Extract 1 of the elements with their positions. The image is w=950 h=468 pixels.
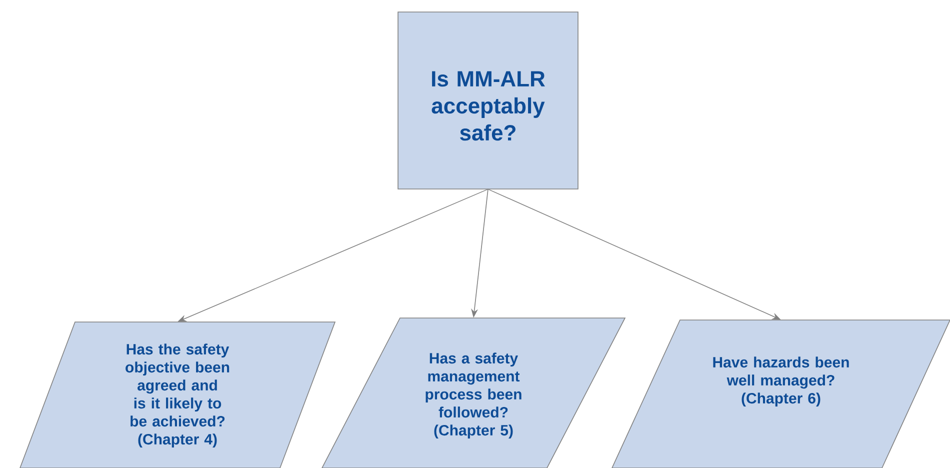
- question-box: Is MM-ALR acceptably safe?: [398, 12, 578, 190]
